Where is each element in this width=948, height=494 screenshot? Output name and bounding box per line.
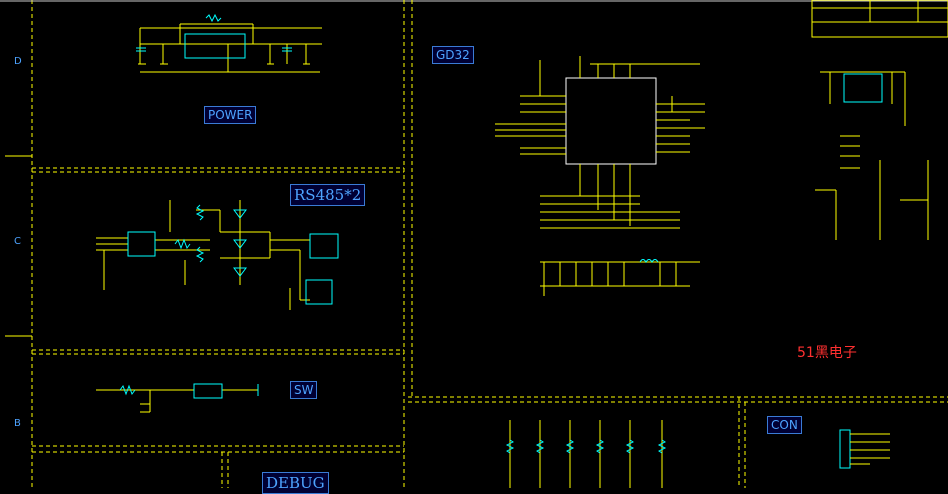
decoupling-caps: [540, 261, 700, 296]
right-power: [815, 71, 929, 240]
con-circuit: [839, 429, 890, 469]
gd32-block-label: GD32: [432, 46, 474, 64]
sw-block-label: SW: [290, 381, 318, 399]
con-block-label: CON: [767, 416, 802, 434]
debug-block-label: DEBUG: [262, 472, 329, 494]
power-components: [136, 13, 292, 59]
row-letter-c: C: [14, 236, 21, 247]
brand-watermark: 51黑电子: [797, 345, 857, 361]
rs485-circuit: [96, 200, 310, 310]
led-array: [509, 420, 663, 488]
power-block-label: POWER: [204, 106, 257, 124]
sw-circuit: [96, 389, 258, 413]
inductor: [639, 259, 659, 263]
row-letter-b: B: [14, 418, 21, 429]
gd32-circuit: [495, 56, 705, 229]
led-resistors: [505, 439, 667, 454]
rs485-block-label: RS485*2: [290, 184, 366, 206]
sw-components: [119, 383, 259, 399]
rs485-components: [127, 204, 339, 305]
power-circuit: [138, 23, 322, 73]
row-letter-d: D: [14, 56, 22, 67]
